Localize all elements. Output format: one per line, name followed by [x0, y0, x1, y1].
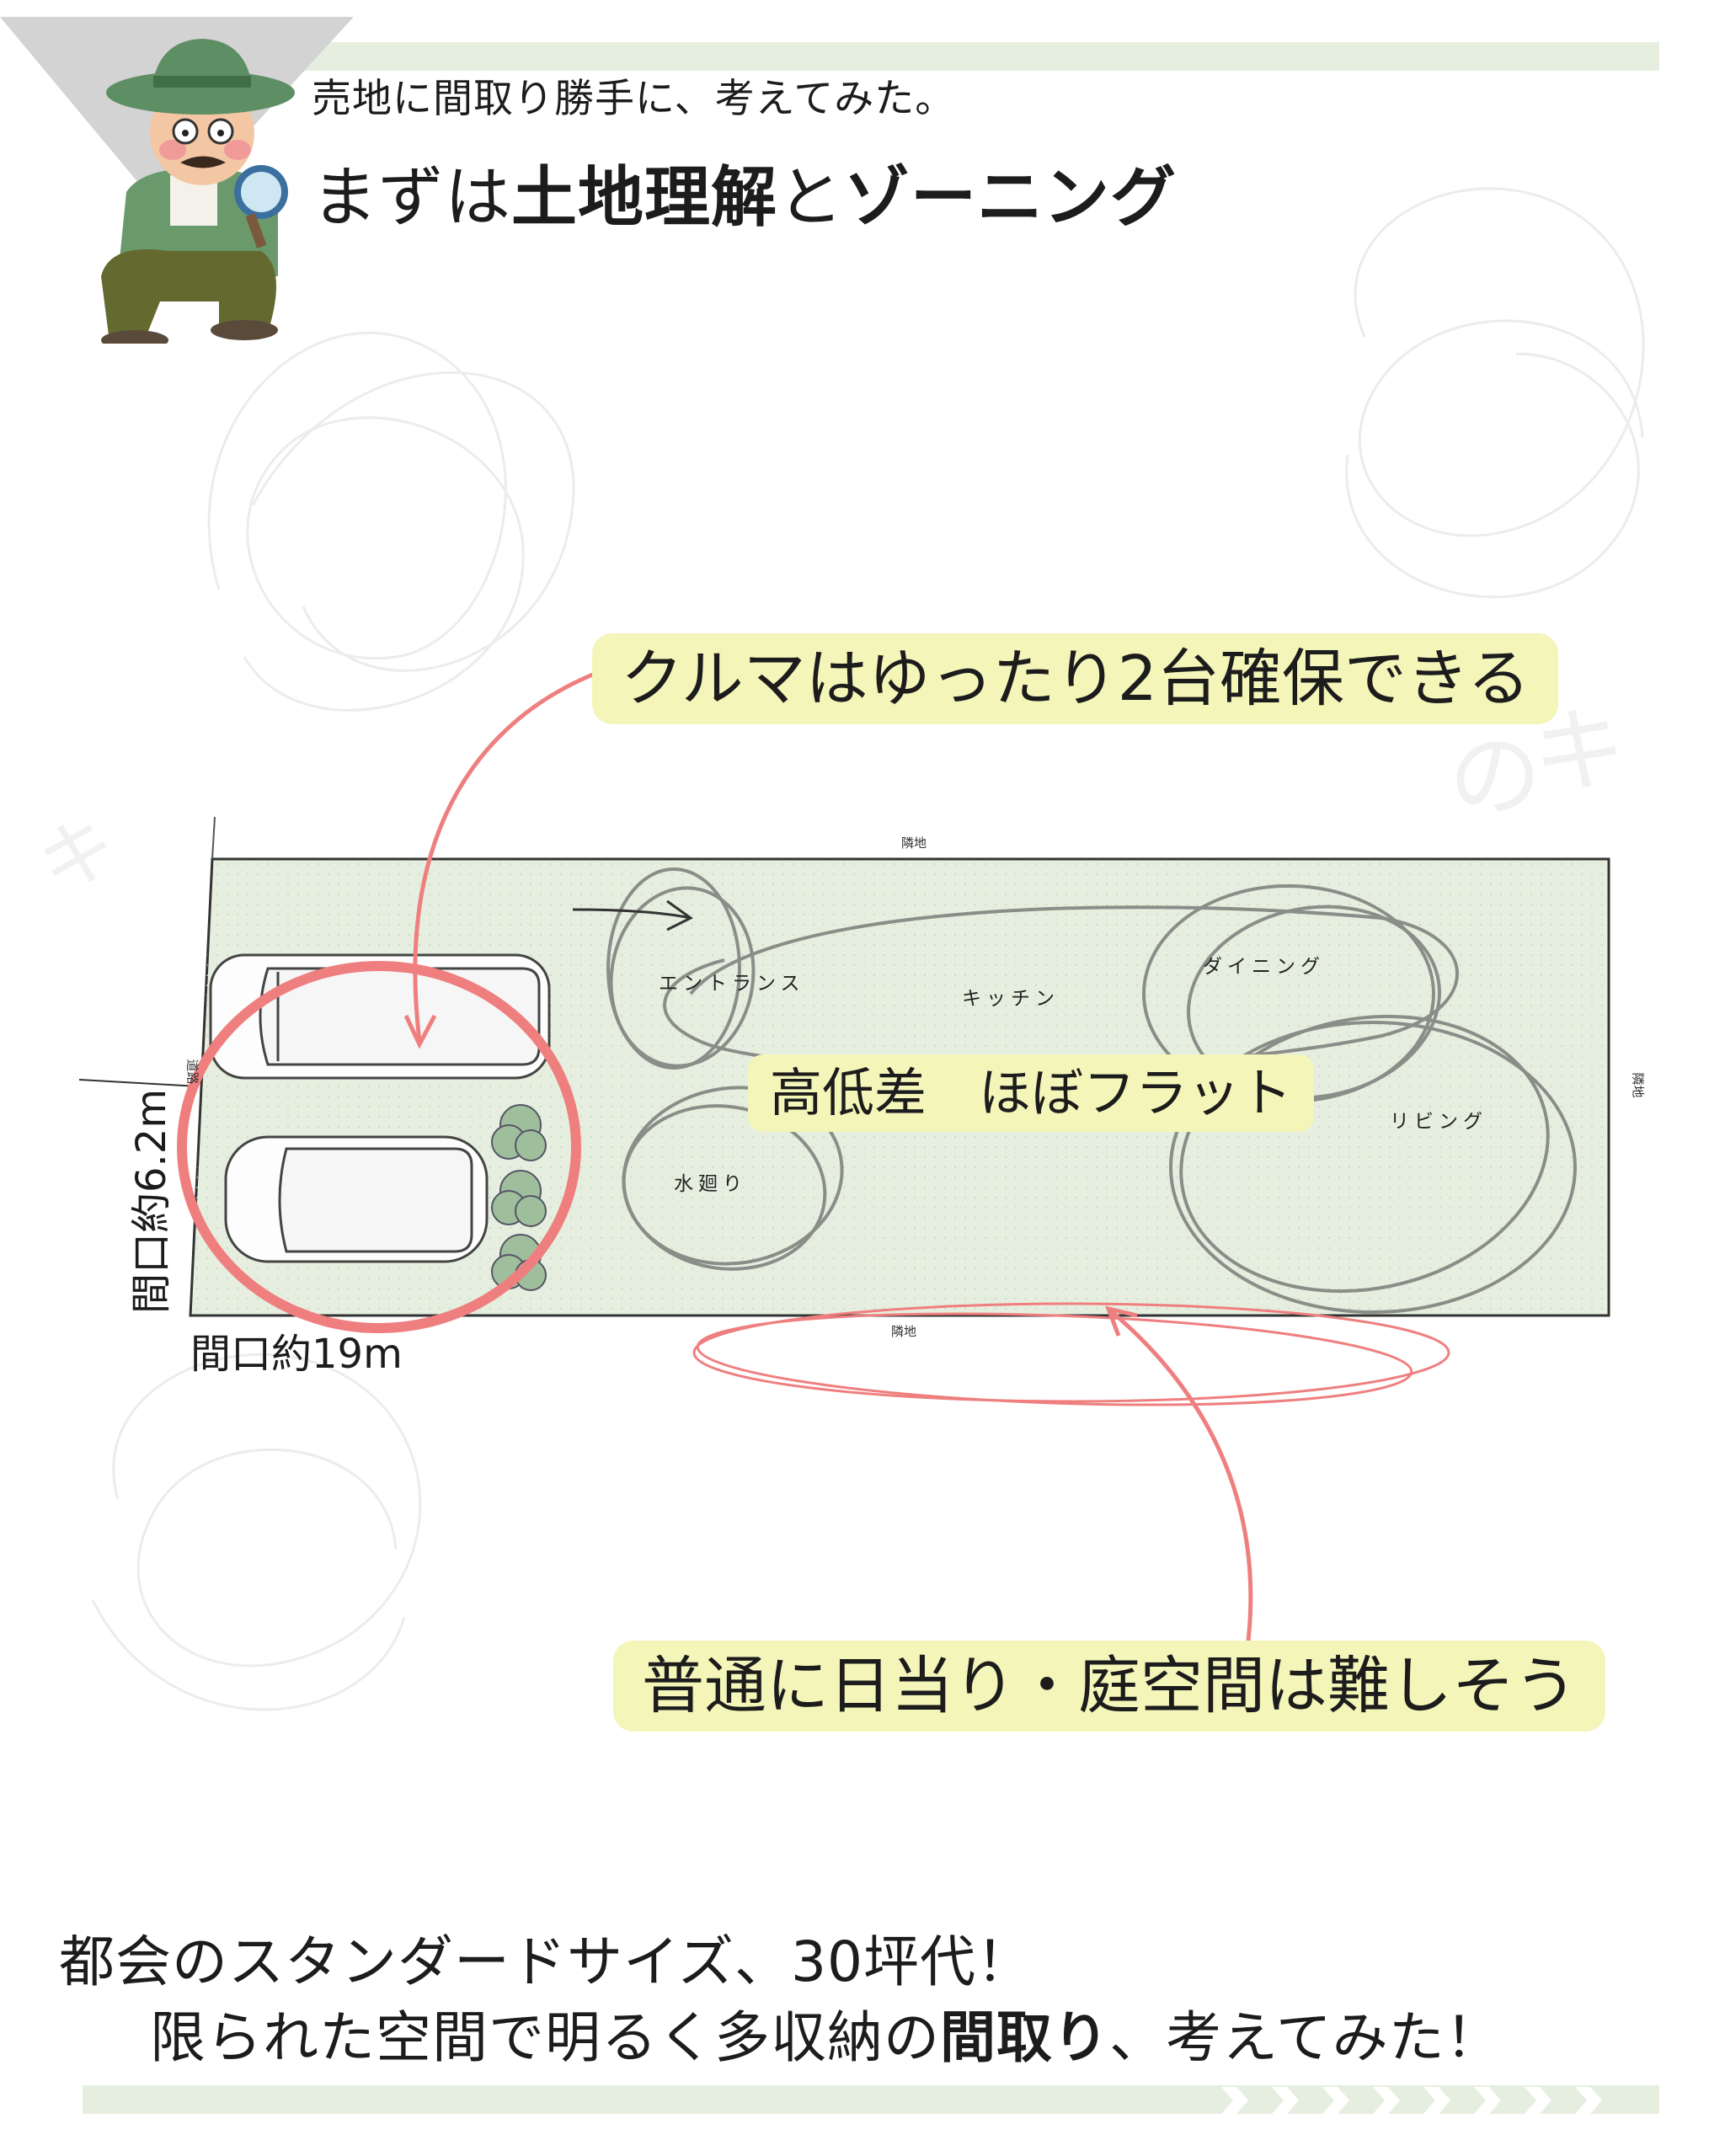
neighbor-bottom-label: 隣地 — [891, 1324, 917, 1339]
page-subtitle: 売地に間取り勝手に、考えてみた。 — [312, 76, 956, 122]
footer-line-2-part-1: 限られた空間で明るく多収納の — [150, 2005, 940, 2070]
zone-entrance: エントランス — [659, 973, 805, 995]
zone-dining: ダイニング — [1203, 956, 1325, 978]
frontage-long-label: 間口約19m — [190, 1331, 403, 1378]
callout-parking: クルマはゆったり2台確保できる — [592, 633, 1559, 724]
footer-line-2: 限られた空間で明るく多収納の間取り、考えてみた！ — [150, 1993, 1502, 2073]
svg-text:の: の — [1449, 723, 1541, 830]
top-accent-bar — [83, 42, 1659, 71]
neighbor-right-label: 隣地 — [1630, 1072, 1646, 1098]
callout-level: 高低差 ほぼフラット — [748, 1054, 1315, 1132]
chevron-arrows-icon — [1221, 2087, 1602, 2114]
page-title: まずは土地理解とゾーニング — [312, 145, 1177, 239]
callout-sunlight: 普通に日当り・庭空間は難しそう — [613, 1641, 1605, 1732]
zone-living: リビング — [1390, 1111, 1487, 1133]
parking-highlight-circle — [177, 961, 581, 1333]
footer-line-2-bold: 間取り — [940, 2005, 1109, 2070]
title-bold-1: 土地理解 — [511, 160, 778, 236]
car-large — [209, 953, 551, 1080]
neighbor-top-label: 隣地 — [901, 835, 927, 851]
callout-arrows — [403, 671, 1450, 1641]
zoning-scribbles — [606, 867, 1577, 1314]
car-small — [224, 1135, 489, 1263]
explorer-mascot — [101, 39, 295, 344]
footer-line-2-part-2: 、考えてみた！ — [1109, 2005, 1502, 2070]
zone-water: 水廻り — [674, 1173, 747, 1195]
frontage-short-label: 間口約6.2m — [128, 1088, 175, 1314]
shrubs — [491, 1104, 547, 1291]
title-part-1: まずは — [312, 160, 512, 236]
road-label: 道路 — [184, 1059, 200, 1085]
zone-kitchen: キッチン — [962, 988, 1060, 1010]
title-bold-2: ゾーニング — [844, 160, 1178, 236]
entrance-arrow — [572, 899, 693, 931]
title-part-2: と — [777, 160, 845, 236]
footer-line-1: 都会のスタンダードサイズ、30坪代！ — [59, 1929, 1033, 1994]
